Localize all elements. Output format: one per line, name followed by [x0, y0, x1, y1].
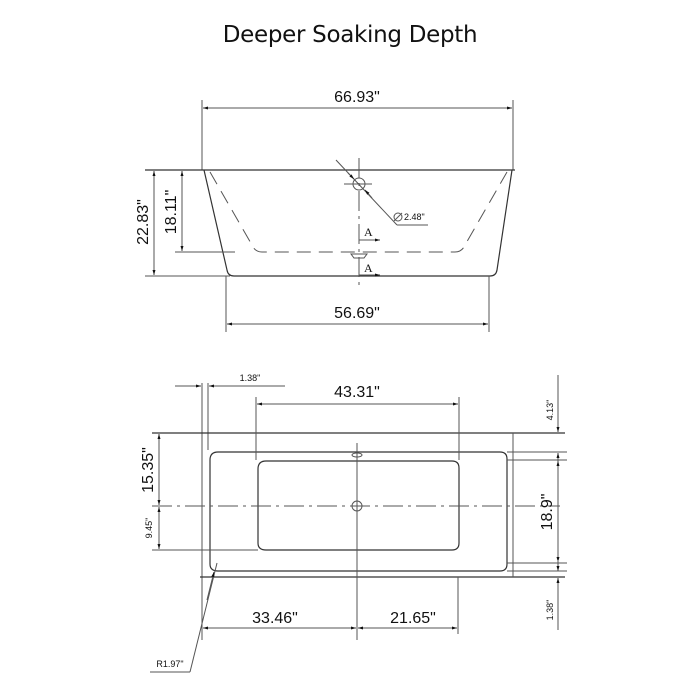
dimension-drain-to-right: 21.65" [390, 610, 436, 627]
tub-outline [203, 169, 513, 277]
dimension-water-depth: 18.11" [163, 190, 180, 235]
dimension-corner-radius: R1.97" [156, 659, 183, 669]
tub-rim-outline [209, 451, 508, 572]
dimension-inner-length: 43.31" [334, 384, 380, 401]
top-view: 1.38" 43.31" 4.13" 18.9" 1.38" 15.35" 9.… [140, 373, 567, 673]
dimension-upper-width: 15.35" [140, 447, 157, 493]
section-marker-a-lower: A [364, 261, 373, 275]
page-title: Deeper Soaking Depth [222, 22, 478, 48]
section-marker-a-upper: A [364, 225, 373, 239]
dimension-total-height: 22.83" [135, 199, 152, 245]
drain-icon [350, 253, 368, 259]
dimension-rim-offset: 1.38" [240, 373, 261, 383]
dimension-top-length: 66.93" [334, 89, 380, 106]
side-view: 66.93" 2.48" A A 18.11" 22.83" [135, 89, 515, 332]
dimension-bottom-offset: 1.38" [545, 600, 555, 621]
overflow-icon-top [351, 452, 363, 458]
dimension-bottom-length: 56.69" [334, 305, 380, 322]
inner-basin-outline [209, 171, 508, 253]
dimension-inner-width: 18.9" [539, 494, 556, 531]
overflow-diameter: 2.48" [404, 212, 425, 222]
dimension-left-to-drain: 33.46" [252, 610, 298, 627]
dimension-top-offset: 4.13" [545, 400, 555, 421]
tub-basin-outline [257, 460, 460, 551]
drain-icon-top [351, 500, 363, 512]
dimension-lower-width: 9.45" [144, 518, 154, 539]
